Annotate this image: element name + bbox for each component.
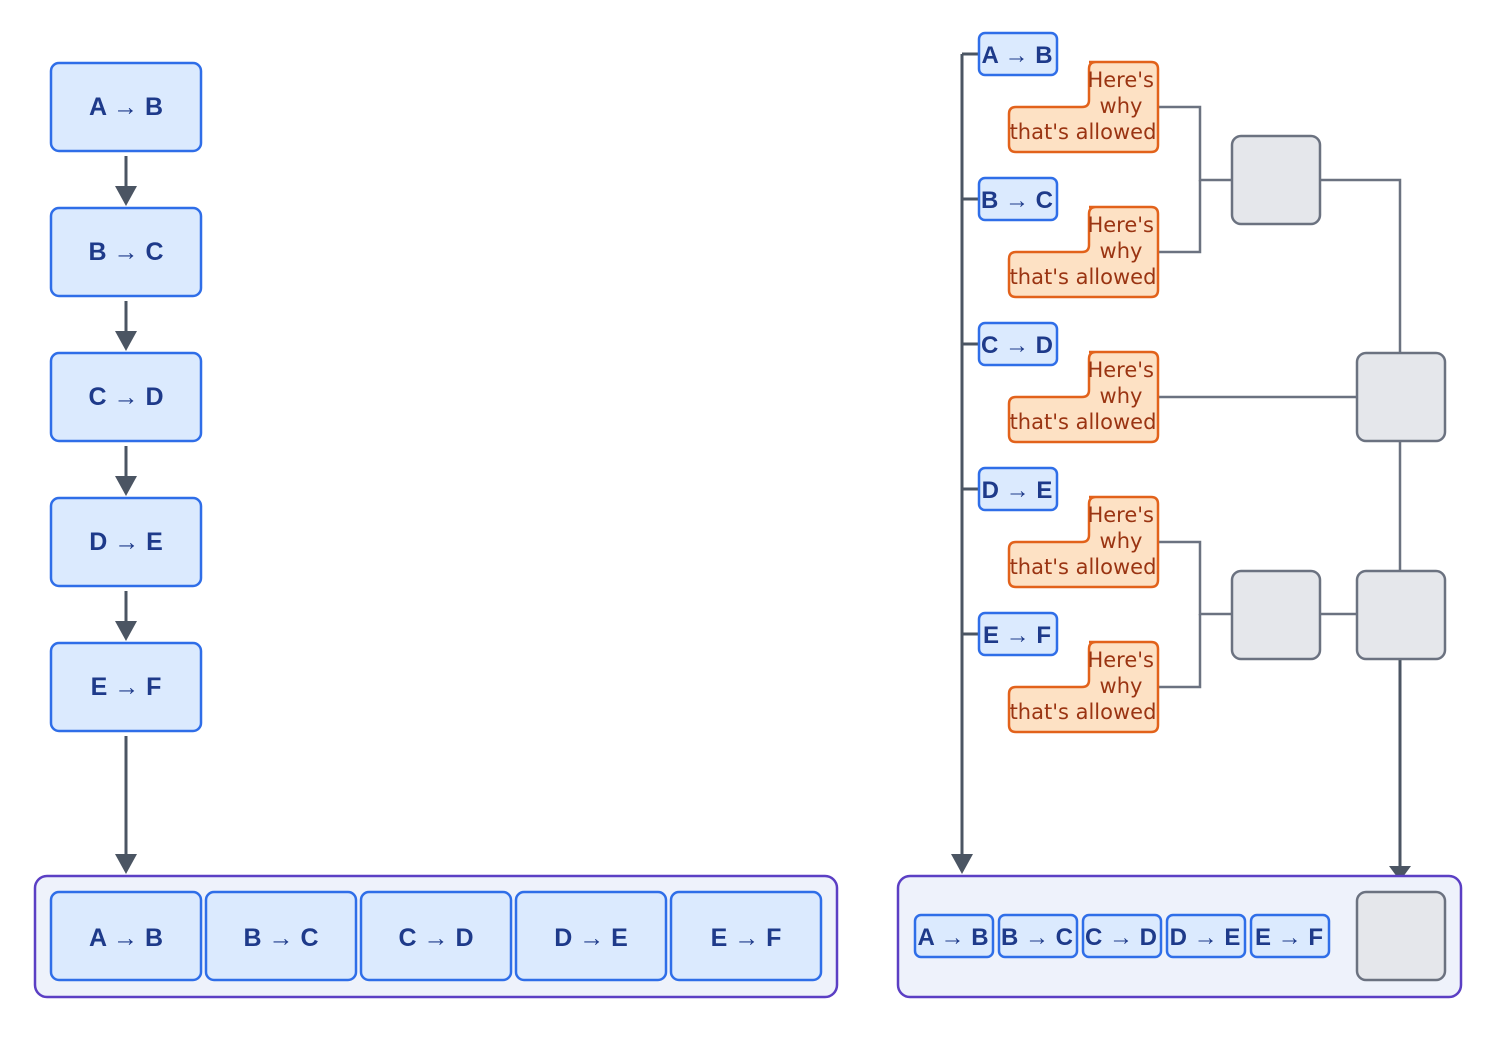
justification-line-2: why (1100, 529, 1143, 553)
justification-line-1: Here's (1087, 68, 1154, 92)
justification-line-1: Here's (1087, 503, 1154, 527)
justification-note: Here's why that's allowed (1007, 350, 1160, 444)
left-result-step: A → B (49, 890, 203, 982)
right-step-label: E → F (983, 622, 1051, 649)
proof-box (1355, 351, 1447, 443)
left-step-node: D → E (49, 496, 203, 588)
right-step-label: A → B (981, 42, 1052, 69)
proof-output-arrowhead (1389, 866, 1411, 881)
connector-proof1-to-proof2 (1320, 178, 1402, 353)
left-arrowhead-1 (115, 186, 137, 206)
justification-line-3: that's allowed (1010, 555, 1157, 579)
right-arrowheads (951, 854, 1411, 881)
right-result-step-label: E → F (1255, 924, 1323, 951)
justification-line-3: that's allowed (1010, 700, 1157, 724)
left-result-step: E → F (669, 890, 823, 982)
left-arrowhead-5 (115, 854, 137, 874)
left-arrowhead-2 (115, 331, 137, 351)
justification-line-1: Here's (1087, 213, 1154, 237)
right-result-step: A → B (913, 913, 995, 959)
right-result-step: E → F (1249, 913, 1331, 959)
justification-note: Here's why that's allowed (1007, 60, 1160, 154)
connector-note2-to-proof1 (1158, 180, 1202, 254)
right-diagram: A → B B → C C → D D → E E → F Here's why… (896, 31, 1463, 999)
right-result-container: A → B B → C C → D D → E E → F (896, 874, 1463, 999)
left-step-label: B → C (89, 238, 164, 266)
justification-line-2: why (1100, 239, 1143, 263)
proof-box (1230, 134, 1322, 226)
proof-box (1355, 569, 1447, 661)
right-result-step: B → C (997, 913, 1079, 959)
proof-box (1230, 569, 1322, 661)
left-result-step-label: E → F (711, 924, 782, 952)
justification-line-2: why (1100, 94, 1143, 118)
left-result-step-label: A → B (89, 924, 163, 952)
left-result-step-label: C → D (399, 924, 474, 952)
justification-line-1: Here's (1087, 358, 1154, 382)
right-step-node: B → C (977, 176, 1059, 222)
left-step-label: E → F (91, 673, 162, 701)
justification-note: Here's why that's allowed (1007, 640, 1160, 734)
justification-line-3: that's allowed (1010, 410, 1157, 434)
justification-note: Here's why that's allowed (1007, 205, 1160, 299)
left-result-container: A → B B → C C → D D → E E → F (33, 874, 839, 999)
left-result-step: D → E (514, 890, 668, 982)
justification-connectors (1158, 105, 1402, 689)
left-arrowhead-4 (115, 621, 137, 641)
justification-line-2: why (1100, 384, 1143, 408)
right-result-step: C → D (1081, 913, 1163, 959)
step-spine (960, 52, 1402, 866)
right-step-node: D → E (977, 466, 1059, 512)
justification-line-3: that's allowed (1010, 265, 1157, 289)
left-diagram: A → B B → C C → D D → E E → F A → B (33, 61, 839, 999)
connector-note4-to-proof3 (1158, 540, 1232, 616)
left-result-step-label: B → C (244, 924, 319, 952)
justification-line-1: Here's (1087, 648, 1154, 672)
right-step-label: C → D (981, 332, 1053, 359)
right-result-step-label: A → B (917, 924, 988, 951)
left-chain-arrowheads (115, 186, 137, 874)
left-step-label: D → E (89, 528, 163, 556)
left-step-label: A → B (89, 93, 163, 121)
right-step-node: A → B (977, 31, 1059, 77)
connector-note5-to-proof3 (1158, 614, 1202, 689)
right-result-step-label: B → C (1001, 924, 1073, 951)
justification-note: Here's why that's allowed (1007, 495, 1160, 589)
left-step-node: B → C (49, 206, 203, 298)
left-step-node: A → B (49, 61, 203, 153)
result-proof-box (1355, 890, 1447, 982)
right-step-node: C → D (977, 321, 1059, 367)
left-step-node: C → D (49, 351, 203, 443)
spine-arrowhead (951, 854, 973, 874)
connector-note1-to-proof1 (1158, 105, 1232, 182)
right-step-node: E → F (977, 611, 1059, 657)
justification-line-3: that's allowed (1010, 120, 1157, 144)
left-step-node: E → F (49, 641, 203, 733)
right-result-step: D → E (1165, 913, 1247, 959)
right-result-step-label: D → E (1170, 924, 1241, 951)
left-result-step: B → C (204, 890, 358, 982)
right-result-step-label: C → D (1085, 924, 1157, 951)
left-result-step: C → D (359, 890, 513, 982)
right-step-label: B → C (981, 187, 1053, 214)
right-step-label: D → E (982, 477, 1053, 504)
justification-line-2: why (1100, 674, 1143, 698)
left-arrowhead-3 (115, 476, 137, 496)
left-step-label: C → D (89, 383, 164, 411)
left-result-step-label: D → E (554, 924, 628, 952)
